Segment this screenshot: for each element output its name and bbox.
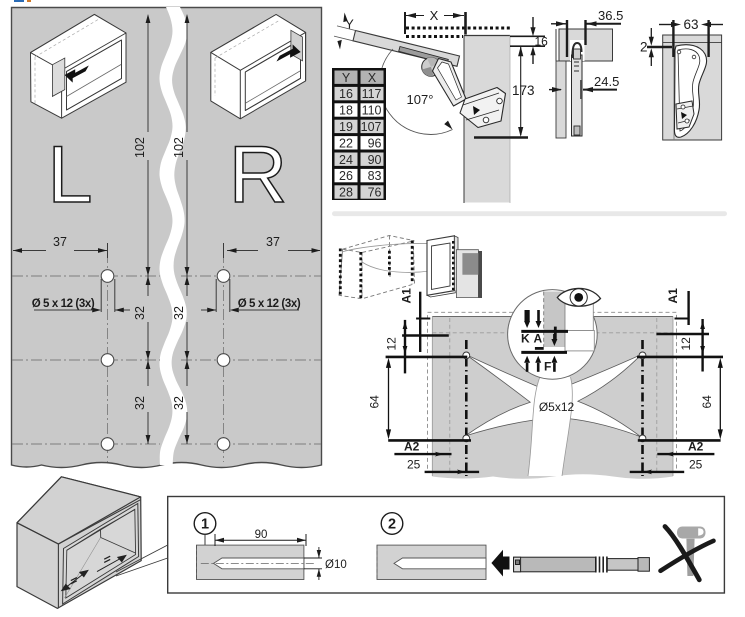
svg-text:25: 25: [689, 458, 703, 472]
svg-text:64: 64: [700, 395, 714, 409]
svg-text:2: 2: [640, 40, 648, 55]
svg-text:173: 173: [512, 83, 535, 98]
svg-text:26: 26: [339, 169, 353, 183]
svg-text:A2: A2: [404, 440, 420, 454]
svg-text:37: 37: [266, 235, 280, 249]
svg-text:32: 32: [172, 306, 186, 320]
svg-text:24.5: 24.5: [594, 74, 619, 89]
svg-text:90: 90: [368, 153, 382, 167]
svg-text:X: X: [430, 8, 439, 23]
svg-text:63: 63: [683, 17, 698, 32]
svg-text:102: 102: [172, 137, 186, 158]
svg-text:A: A: [534, 332, 543, 346]
svg-text:32: 32: [133, 306, 147, 320]
svg-text:102: 102: [133, 137, 147, 158]
svg-text:25: 25: [407, 458, 421, 472]
svg-text:18: 18: [339, 104, 353, 118]
svg-text:76: 76: [368, 186, 382, 200]
svg-text:32: 32: [133, 396, 147, 410]
svg-text:F: F: [544, 360, 551, 374]
svg-text:19: 19: [339, 120, 353, 134]
svg-text:16: 16: [339, 87, 353, 101]
svg-text:1: 1: [201, 517, 209, 533]
svg-text:X: X: [368, 71, 377, 85]
svg-text:A1: A1: [400, 288, 414, 304]
svg-text:Y: Y: [345, 17, 354, 32]
svg-text:28: 28: [339, 186, 353, 200]
svg-text:16: 16: [535, 35, 549, 49]
svg-text:24: 24: [339, 153, 353, 167]
svg-text:Ø5x12: Ø5x12: [539, 400, 575, 414]
svg-text:12: 12: [385, 337, 399, 351]
svg-text:12: 12: [679, 337, 693, 351]
svg-text:96: 96: [368, 136, 382, 150]
svg-text:Y: Y: [342, 71, 351, 85]
svg-text:64: 64: [368, 395, 382, 409]
svg-text:107°: 107°: [407, 92, 434, 107]
svg-text:83: 83: [368, 169, 382, 183]
svg-text:117: 117: [362, 87, 382, 101]
svg-text:2: 2: [388, 517, 396, 533]
svg-text:Ø10: Ø10: [325, 559, 347, 571]
svg-text:L: L: [47, 130, 92, 220]
svg-text:90: 90: [255, 529, 268, 541]
svg-text:R: R: [229, 130, 288, 220]
svg-text:Ø 5 x 12 (3x): Ø 5 x 12 (3x): [32, 298, 95, 310]
svg-text:110: 110: [362, 104, 382, 118]
svg-text:107: 107: [361, 120, 382, 134]
svg-text:22: 22: [339, 136, 353, 150]
svg-text:Ø 5 x 12 (3x): Ø 5 x 12 (3x): [238, 298, 301, 310]
svg-text:A1: A1: [666, 288, 680, 304]
svg-text:A2: A2: [688, 440, 704, 454]
svg-text:32: 32: [172, 396, 186, 410]
svg-text:36.5: 36.5: [598, 8, 623, 23]
svg-text:37: 37: [53, 235, 67, 249]
svg-text:K: K: [521, 332, 530, 346]
